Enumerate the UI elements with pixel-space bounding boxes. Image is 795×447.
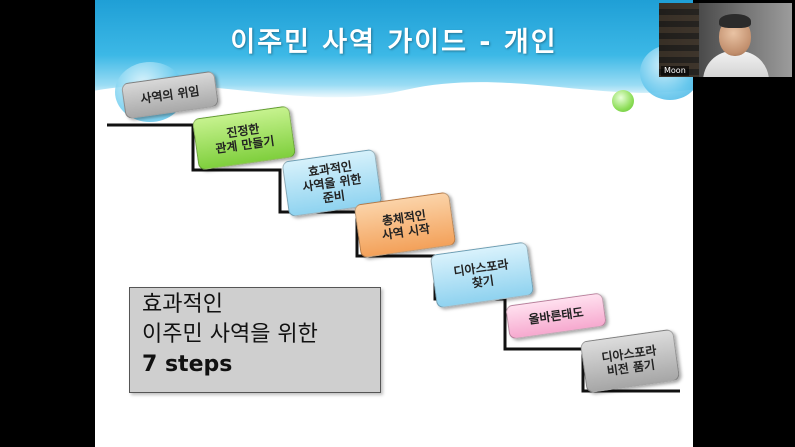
- summary-line-1: 효과적인: [142, 292, 223, 317]
- summary-line-2: 이주민 사역을 위한: [142, 322, 318, 347]
- staircase-line: [107, 123, 680, 393]
- participant-video-thumbnail[interactable]: Moon: [659, 3, 792, 77]
- decorative-bubble-green: [612, 90, 634, 112]
- summary-line-3: 7 steps: [142, 352, 233, 377]
- participant-name-label: Moon: [661, 66, 689, 76]
- participant-hair: [719, 14, 751, 28]
- slide-title: 이주민 사역 가이드 - 개인: [230, 27, 558, 58]
- video-bookshelf: [659, 3, 699, 77]
- presentation-slide: 이주민 사역 가이드 - 개인 사역의 위임 진정한 관계 만들기 효과적인 사…: [95, 0, 693, 447]
- summary-box: 효과적인 이주민 사역을 위한 7 steps: [129, 287, 381, 393]
